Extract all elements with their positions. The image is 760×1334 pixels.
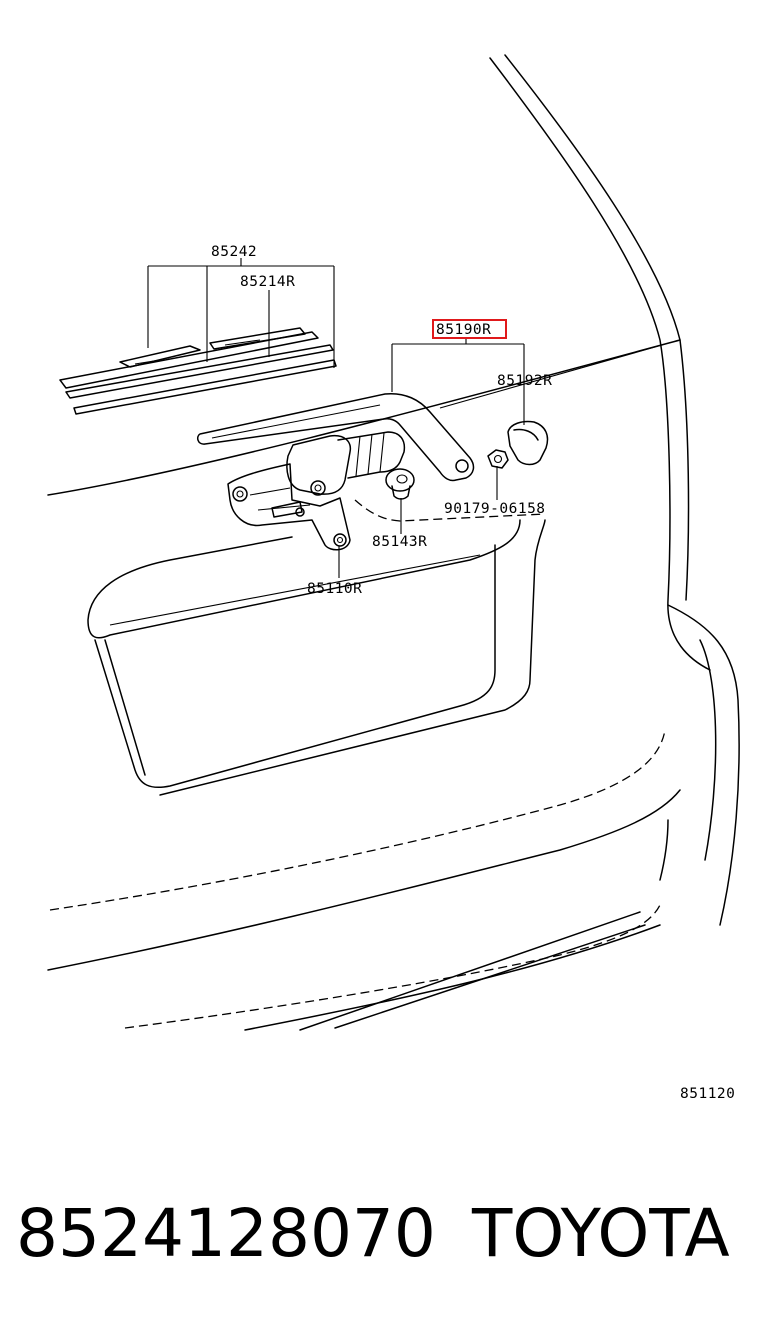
label-85143r[interactable]: 85143R	[372, 534, 427, 550]
arm-cap-drawing	[507, 420, 549, 466]
label-85214r[interactable]: 85214R	[240, 274, 295, 290]
label-85110r[interactable]: 85110R	[307, 581, 362, 597]
label-85190r[interactable]: 85190R	[436, 322, 491, 338]
label-85192r[interactable]: 85192R	[497, 373, 552, 389]
wiper-blade-drawing	[59, 327, 337, 415]
wiper-motor-drawing	[227, 431, 406, 551]
part-labels: 85242 85214R 85190R 85192R 90179-06158 8…	[211, 244, 735, 1102]
grommet-drawing	[385, 468, 415, 500]
part-number: 8524128070	[16, 1195, 436, 1272]
figure-reference: 851120	[680, 1086, 735, 1102]
label-90179-06158[interactable]: 90179-06158	[444, 501, 546, 517]
footer-caption: 8524128070 TOYOTA	[16, 1195, 730, 1272]
brand-name: TOYOTA	[471, 1195, 730, 1272]
label-85242[interactable]: 85242	[211, 244, 257, 260]
leader-lines	[147, 258, 525, 578]
vehicle-body-outline	[47, 54, 740, 1031]
nut-drawing	[487, 449, 509, 469]
wiper-arm-drawing	[196, 392, 475, 482]
highlight-box	[432, 319, 507, 339]
